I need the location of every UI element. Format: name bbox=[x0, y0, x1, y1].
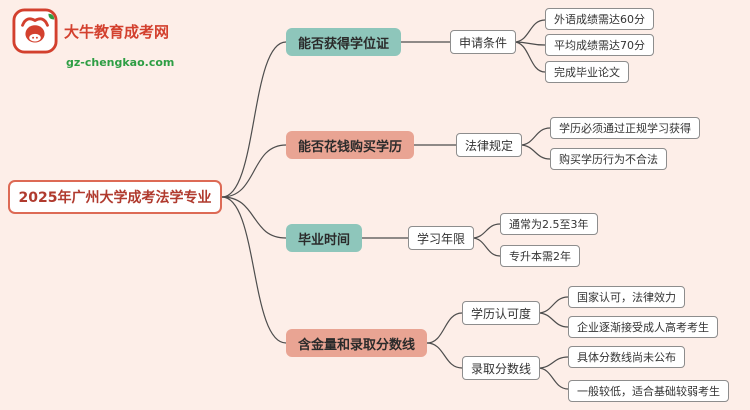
mid-node-cutoff-score: 录取分数线 bbox=[462, 356, 541, 380]
root-node: 2025年广州大学成考法学专业 bbox=[8, 180, 222, 214]
leaf-node: 国家认可，法律效力 bbox=[568, 286, 685, 308]
leaf-node: 企业逐渐接受成人高考考生 bbox=[568, 316, 718, 338]
site-name: 大牛教育成考网 bbox=[64, 22, 170, 41]
branch-node-buy-diploma: 能否花钱购买学历 bbox=[286, 131, 415, 159]
leaf-node: 外语成绩需达60分 bbox=[545, 8, 654, 30]
leaf-node: 专升本需2年 bbox=[500, 245, 580, 267]
leaf-node: 一般较低，适合基础较弱考生 bbox=[568, 380, 729, 402]
leaf-node: 通常为2.5至3年 bbox=[500, 213, 598, 235]
mid-node-recognition: 学历认可度 bbox=[462, 301, 541, 325]
mid-node-legal-rules: 法律规定 bbox=[456, 133, 523, 157]
branch-node-degree: 能否获得学位证 bbox=[286, 28, 402, 56]
leaf-node: 完成毕业论文 bbox=[545, 61, 629, 83]
mid-node-study-years: 学习年限 bbox=[408, 226, 475, 250]
branch-node-graduation-time: 毕业时间 bbox=[286, 224, 363, 252]
site-logo: 大牛教育成考网 gz-chengkao.com bbox=[12, 8, 174, 69]
leaf-node: 学历必须通过正规学习获得 bbox=[550, 117, 700, 139]
mid-node-apply-conditions: 申请条件 bbox=[450, 30, 517, 54]
leaf-node: 购买学历行为不合法 bbox=[550, 148, 667, 170]
branch-node-value-and-cutoff: 含金量和录取分数线 bbox=[286, 329, 428, 357]
leaf-node: 平均成绩需达70分 bbox=[545, 34, 654, 56]
bull-icon bbox=[12, 8, 58, 54]
site-domain: gz-chengkao.com bbox=[66, 56, 175, 69]
leaf-node: 具体分数线尚未公布 bbox=[568, 346, 685, 368]
